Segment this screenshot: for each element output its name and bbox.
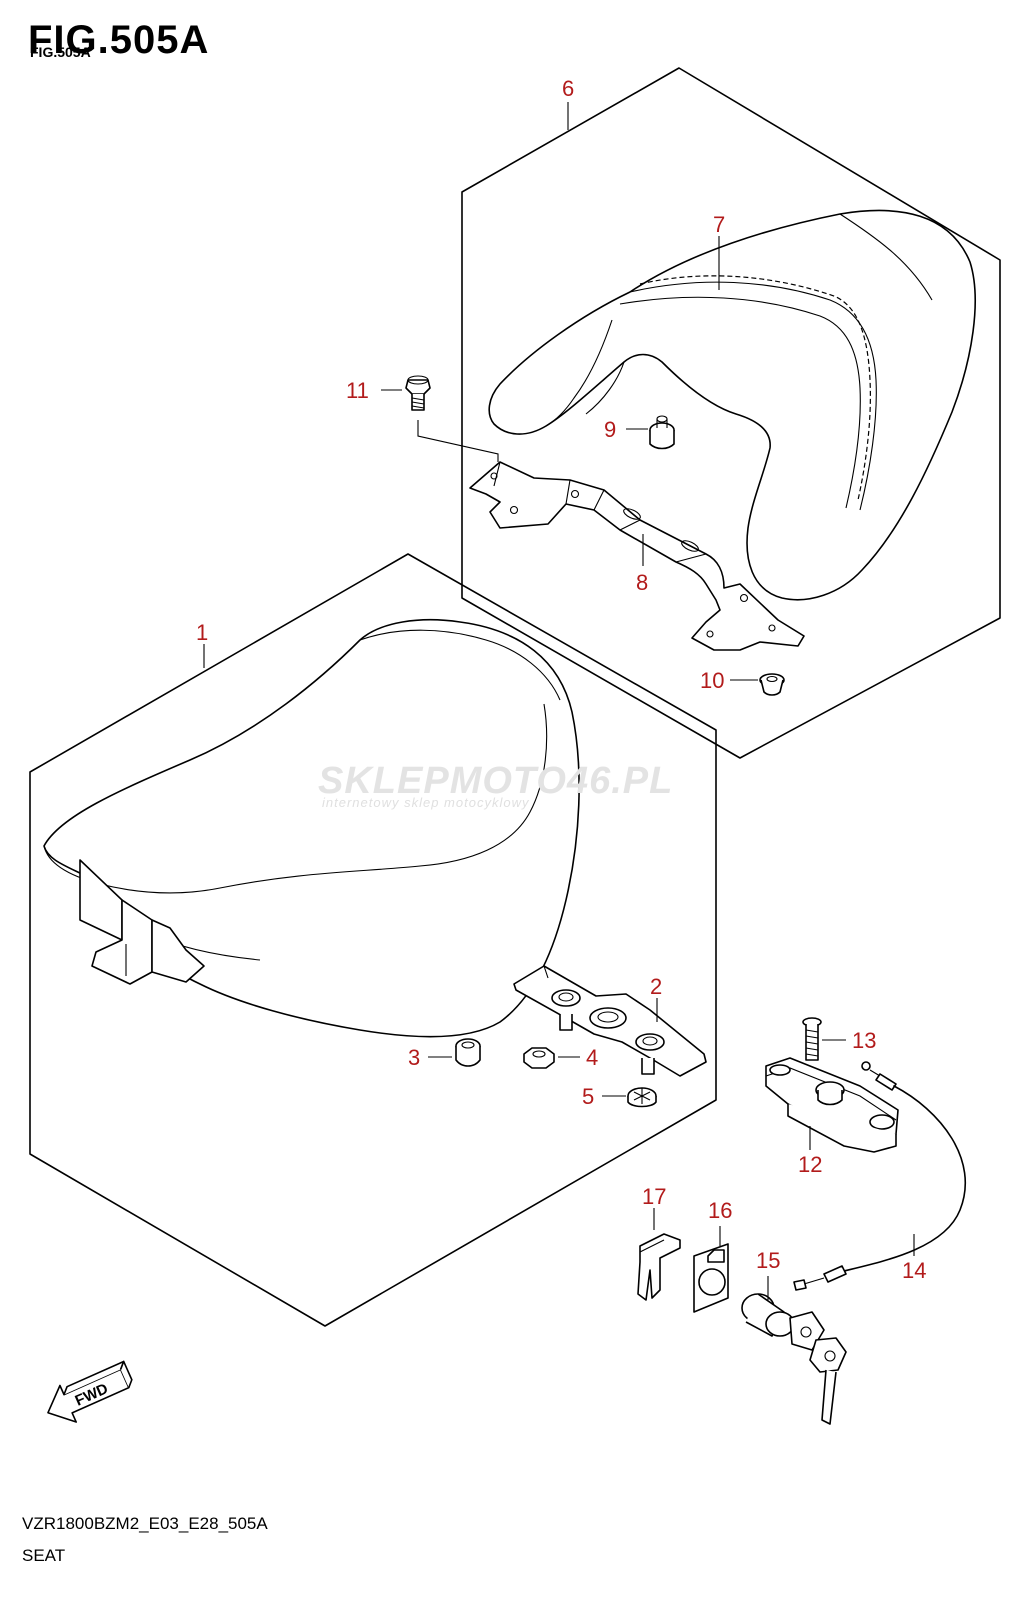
callout-8[interactable]: 8 (636, 570, 649, 595)
seat-bracket-2 (513, 965, 707, 1077)
clip-17 (637, 1233, 681, 1301)
model-code: VZR1800BZM2_E03_E28_505A (22, 1514, 268, 1533)
seat-lock-12 (765, 1057, 899, 1153)
watermark-tagline: internetowy sklep motocyklowy (322, 795, 530, 810)
figure-name: SEAT (22, 1546, 66, 1565)
fwd-arrow: FWD (47, 1360, 133, 1423)
callout-12[interactable]: 12 (798, 1152, 823, 1177)
callout-10[interactable]: 10 (700, 668, 725, 693)
callout-1[interactable]: 1 (196, 620, 209, 645)
callout-11[interactable]: 11 (346, 378, 369, 403)
callout-15[interactable]: 15 (756, 1248, 781, 1273)
leader-lines (203, 102, 915, 1300)
callout-4[interactable]: 4 (586, 1045, 599, 1070)
figure-subtitle: FIG.505A (30, 44, 91, 60)
callout-3[interactable]: 3 (408, 1045, 421, 1070)
callout-16[interactable]: 16 (708, 1198, 733, 1223)
pillion-seat (488, 209, 976, 601)
cushion-9 (649, 415, 675, 450)
cushion-3 (455, 1038, 481, 1067)
pillion-bracket-8 (469, 461, 805, 651)
lock-cable-14 (793, 1061, 966, 1291)
callout-7[interactable]: 7 (713, 212, 726, 237)
figure-title: FIG.505A (28, 18, 210, 62)
callout-14[interactable]: 14 (902, 1258, 927, 1283)
bolt-11 (405, 375, 499, 462)
callout-9[interactable]: 9 (604, 417, 617, 442)
callout-6[interactable]: 6 (562, 76, 575, 101)
screw-13 (802, 1017, 822, 1061)
nut-4 (523, 1047, 555, 1069)
rider-seat (43, 618, 580, 1038)
nut-10 (759, 673, 785, 696)
callout-17[interactable]: 17 (642, 1184, 667, 1209)
lock-cylinder-keys-15 (741, 1293, 847, 1425)
nut-5 (627, 1087, 657, 1108)
pillion-seat-group-box (461, 67, 1001, 759)
seat-group-box (29, 553, 717, 1327)
watermark-logo: SKLEPMOTO46.PL (318, 760, 674, 802)
plate-16 (693, 1243, 729, 1313)
callout-13[interactable]: 13 (852, 1028, 877, 1053)
callout-2[interactable]: 2 (650, 974, 663, 999)
callout-5[interactable]: 5 (582, 1084, 595, 1109)
